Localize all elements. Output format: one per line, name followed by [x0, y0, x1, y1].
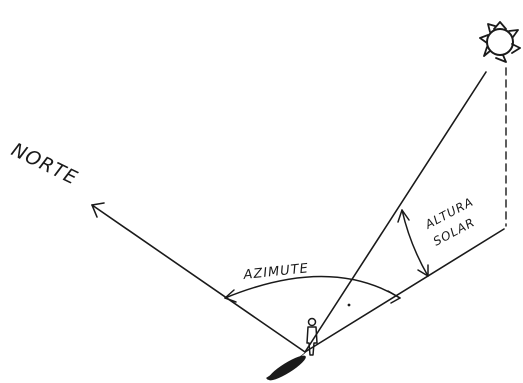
- person-icon: [266, 319, 317, 383]
- azimuth-label: AZIMUTE: [242, 261, 310, 283]
- sun-icon: [480, 22, 520, 62]
- horizon-projection-line: [305, 229, 504, 352]
- north-label: NORTE: [8, 139, 81, 190]
